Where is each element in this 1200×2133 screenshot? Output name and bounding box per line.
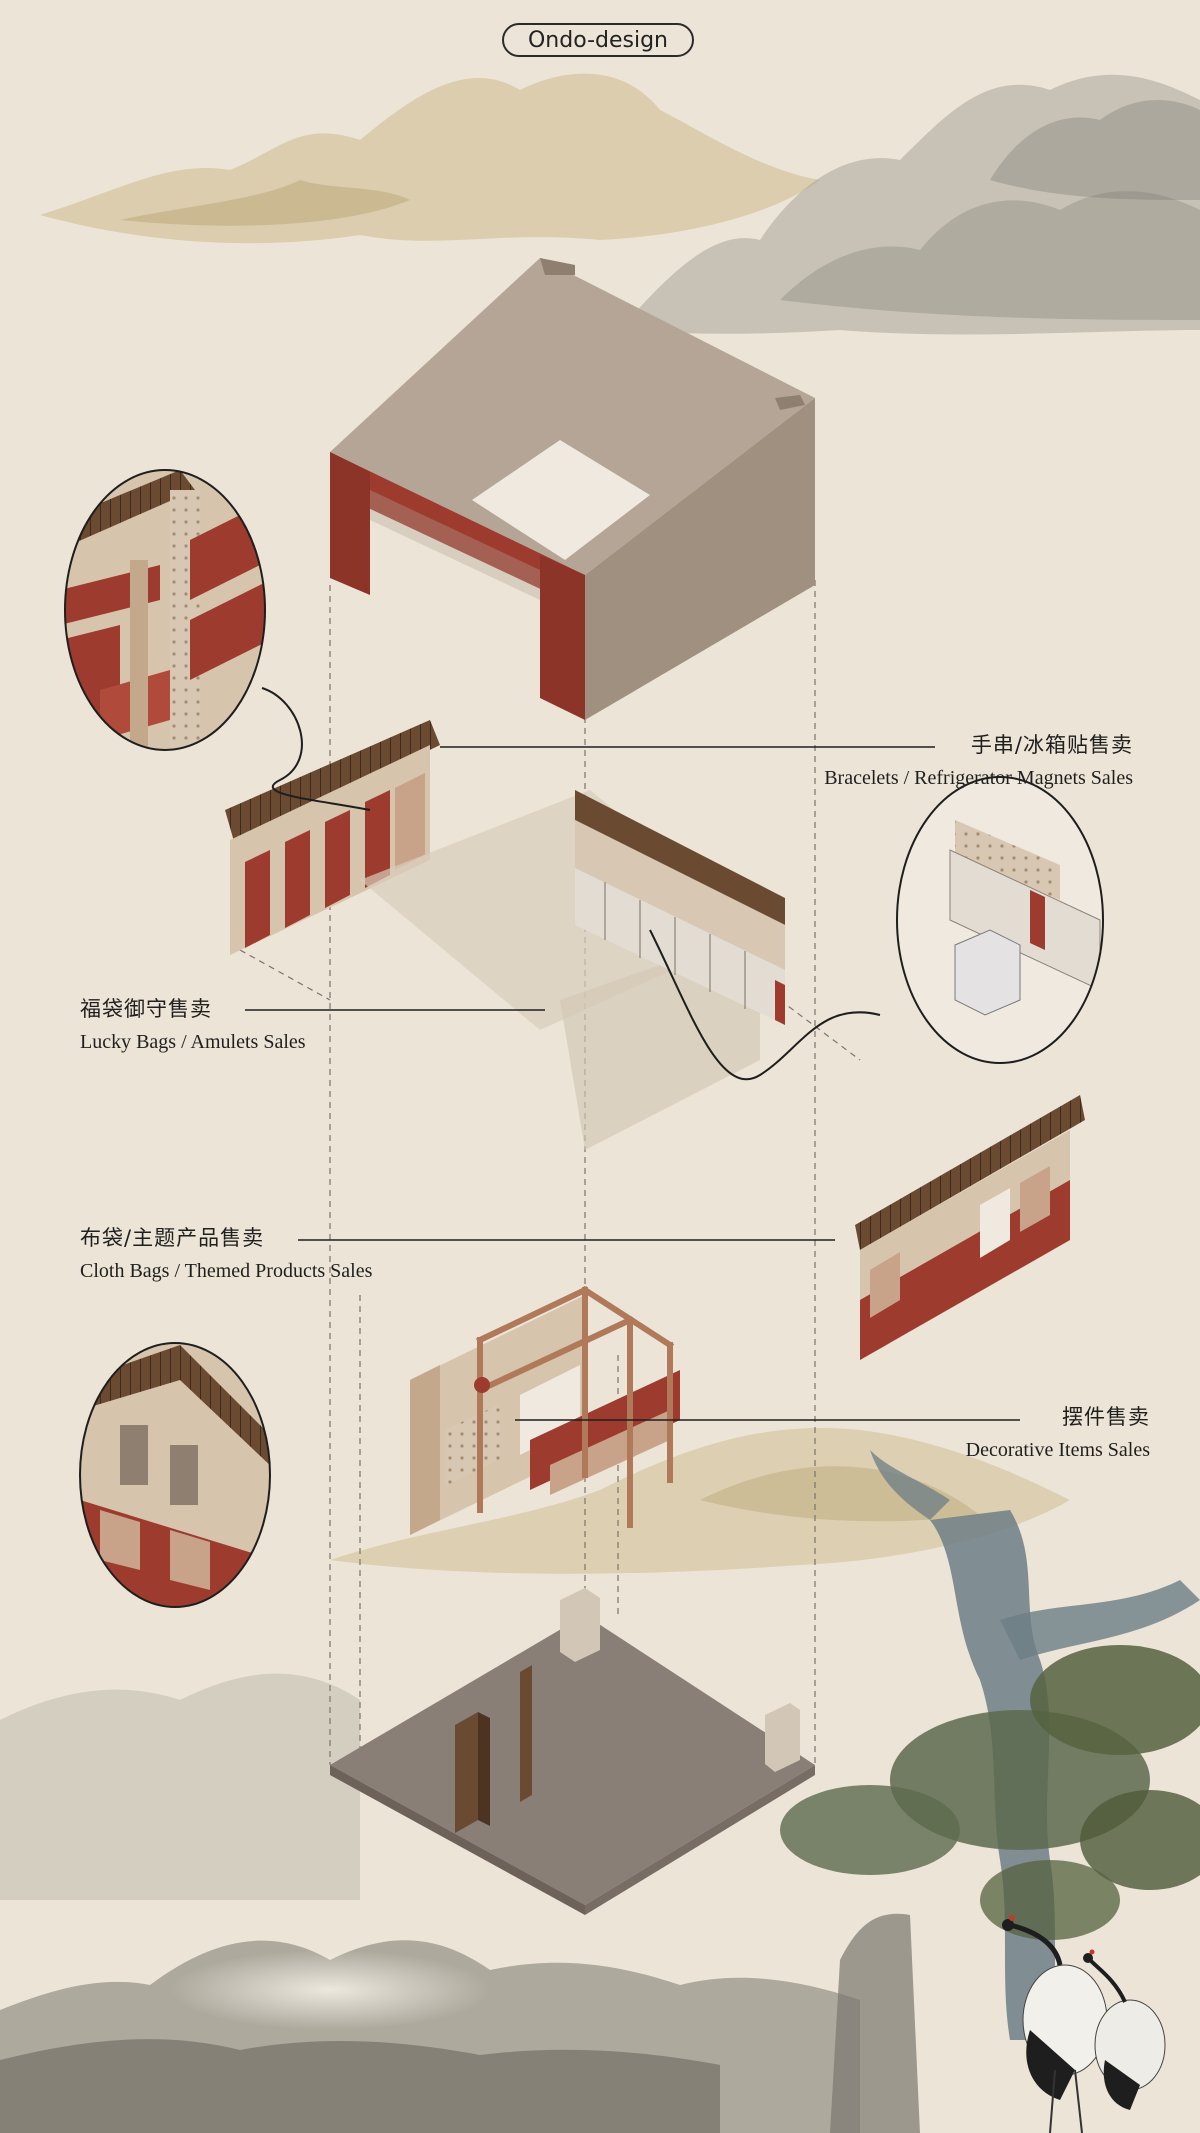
bracelet-shelf-unit <box>225 720 440 955</box>
detail-circle-bracelets <box>64 469 266 751</box>
brick-left-pillar <box>330 452 370 595</box>
brick-front-band <box>330 452 585 610</box>
column-b <box>520 1665 532 1802</box>
decorative-frame-unit <box>410 1285 680 1535</box>
label-decorative: 摆件售卖 Decorative Items Sales <box>966 1404 1150 1463</box>
column-a <box>455 1712 478 1833</box>
label-lucky-bags-zh: 福袋御守售卖 <box>80 997 212 1021</box>
detail-circle-drawers <box>896 776 1104 1064</box>
drawer-counter-unit <box>575 790 785 1025</box>
label-lucky-bags-en: Lucky Bags / Amulets Sales <box>80 1031 306 1054</box>
detail-circle-cloth-bags <box>79 1342 271 1608</box>
detail-leader-curves <box>261 687 881 1081</box>
label-cloth-bags-en: Cloth Bags / Themed Products Sales <box>80 1260 373 1283</box>
cranes-illustration <box>1002 1915 1166 2133</box>
cloth-bag-shelf-unit <box>855 1095 1085 1360</box>
label-bracelets-zh: 手串/冰箱贴售卖 <box>970 733 1133 757</box>
background-landscape <box>0 73 1200 2133</box>
roof-right-face <box>585 398 815 720</box>
roof-opening <box>472 440 650 560</box>
label-leader-lines <box>245 746 1020 1421</box>
label-cloth-bags: 布袋/主题产品售卖 Cloth Bags / Themed Products S… <box>80 1225 372 1284</box>
floor-plate <box>330 1615 815 1905</box>
pine-tree-illustration <box>780 1450 1200 2133</box>
label-bracelets: 手串/冰箱贴售卖 Bracelets / Refrigerator Magnet… <box>824 732 1133 791</box>
brand-badge: Ondo-design <box>502 23 694 57</box>
ink-mountains-lower-left <box>0 1673 360 1900</box>
floor-plate-layer <box>330 1588 815 1915</box>
ink-mountains-top-right <box>620 74 1200 335</box>
roof-top-surface <box>330 258 815 575</box>
shell-walls-layer <box>330 258 815 720</box>
label-decorative-zh: 摆件售卖 <box>1062 1405 1150 1429</box>
brick-right-pillar <box>540 555 585 720</box>
label-cloth-bags-zh: 布袋/主题产品售卖 <box>80 1226 265 1250</box>
label-lucky-bags: 福袋御守售卖 Lucky Bags / Amulets Sales <box>80 996 306 1055</box>
label-bracelets-en: Bracelets / Refrigerator Magnets Sales <box>824 767 1133 790</box>
label-decorative-en: Decorative Items Sales <box>965 1439 1150 1462</box>
